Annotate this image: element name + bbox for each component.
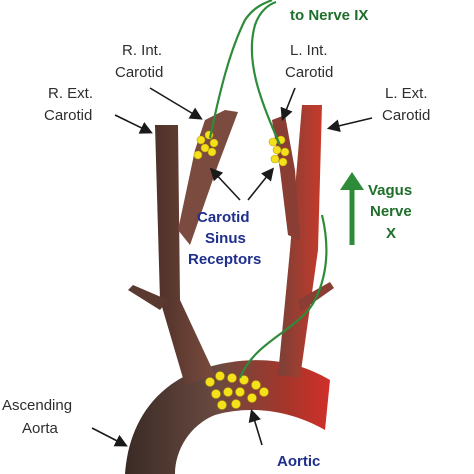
aortic-arch [125, 360, 330, 474]
vagus-label-2: Nerve [370, 203, 412, 220]
r-ext-carotid-label-2: Carotid [44, 107, 92, 124]
l-int-carotid-label-2: Carotid [285, 64, 333, 81]
r-ext-carotid-label-1: R. Ext. [48, 85, 93, 102]
l-ext-carotid-label-2: Carotid [382, 107, 430, 124]
carotid-sinus-label-3: Receptors [188, 251, 261, 268]
r-int-carotid-label-1: R. Int. [122, 42, 162, 59]
aortic-label: Aortic [277, 453, 320, 470]
vagus-arrowhead [340, 172, 364, 190]
right-subclavian-branch [128, 285, 168, 310]
right-internal-carotid [178, 110, 238, 245]
left-common-carotid [278, 105, 322, 378]
l-int-carotid-label-1: L. Int. [290, 42, 328, 59]
l-ext-carotid-label-1: L. Ext. [385, 85, 428, 102]
vagus-label-3: X [386, 225, 396, 242]
vagus-label-1: Vagus [368, 182, 412, 199]
carotid-sinus-label-1: Carotid [197, 209, 250, 226]
ascending-aorta-label-1: Ascending [2, 397, 72, 414]
carotid-sinus-label-2: Sinus [205, 230, 246, 247]
right-common-carotid [155, 125, 215, 385]
aortic-receptors [205, 371, 269, 410]
r-int-carotid-label-2: Carotid [115, 64, 163, 81]
glossopharyngeal-nerves [208, 0, 282, 146]
ascending-aorta-label-2: Aorta [22, 420, 59, 437]
label-pointers [91, 87, 373, 447]
nerve-ix-label: to Nerve IX [290, 7, 368, 24]
vagus-nerve-path [238, 214, 328, 379]
